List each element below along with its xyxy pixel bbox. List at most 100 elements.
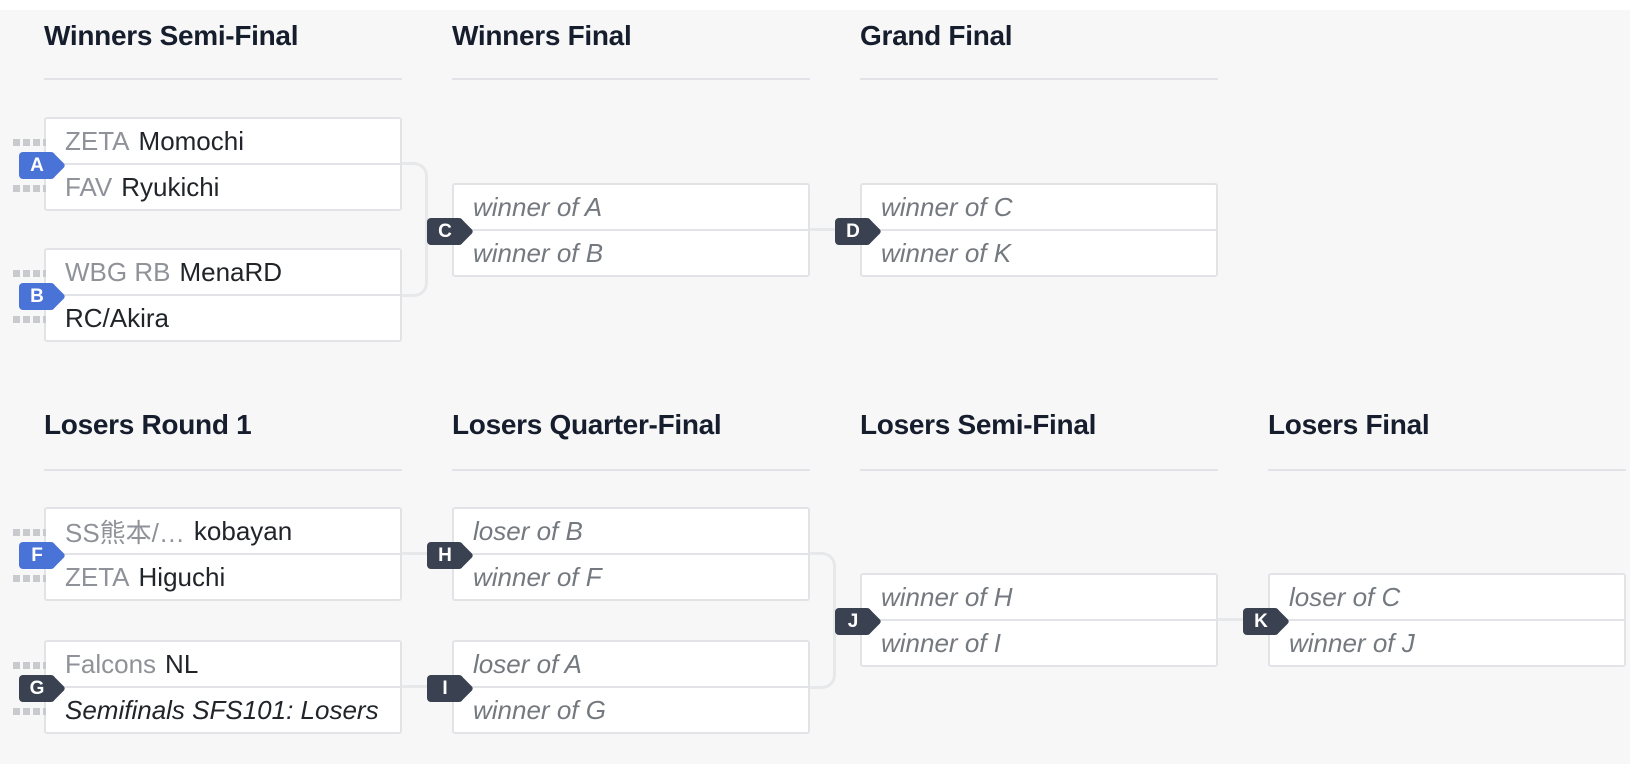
player-name: RC/Akira — [65, 302, 170, 333]
seed-stub — [13, 662, 46, 669]
round-title-grand-final: Grand Final — [860, 20, 1013, 51]
match-d[interactable]: D winner of C winner of K — [835, 183, 1218, 277]
round-title-losers-round-1: Losers Round 1 — [44, 409, 252, 440]
match-badge-label: K — [1254, 610, 1268, 632]
round-underline — [860, 469, 1218, 471]
bracket-connector-f-to-h — [402, 552, 427, 555]
player-name: MenaRD — [179, 256, 283, 287]
slot-placeholder: winner of J — [1289, 627, 1415, 658]
placeholder-slot: winner of A — [454, 185, 808, 229]
seed-stub — [13, 529, 46, 536]
placeholder-slot: loser of C — [1270, 575, 1624, 619]
match-b[interactable]: B WBG RB MenaRD RC/Akira — [13, 248, 402, 342]
slot-placeholder: winner of A — [473, 191, 603, 222]
match-badge-label: F — [31, 544, 43, 566]
bracket-connector-ab-to-c — [402, 162, 428, 297]
match-badge-label: B — [30, 285, 44, 307]
player-slot: Falcons NL — [46, 642, 400, 686]
bracket-connector-g-to-i — [402, 685, 427, 688]
player-name: Higuchi — [138, 561, 226, 592]
match-badge-h: H — [427, 542, 463, 569]
match-badge-label: H — [438, 544, 452, 566]
top-edge — [0, 0, 1630, 10]
match-badge-label: C — [438, 220, 452, 242]
match-badge-c: C — [427, 218, 463, 245]
bracket-connector-hi-to-j — [810, 552, 836, 689]
team-prefix: ZETA — [65, 125, 130, 156]
round-underline — [452, 78, 810, 80]
match-badge-f: F — [19, 542, 55, 569]
bracket-connector-c-to-d — [810, 228, 835, 231]
slot-placeholder: winner of H — [881, 581, 1013, 612]
slot-placeholder: winner of I — [881, 627, 1001, 658]
team-prefix: FAV — [65, 171, 113, 202]
match-badge-label: A — [30, 154, 44, 176]
match-badge-label: D — [846, 220, 860, 242]
round-title-losers-semi-final: Losers Semi-Final — [860, 409, 1097, 440]
match-badge-j: J — [835, 608, 871, 635]
placeholder-slot: winner of I — [862, 619, 1216, 665]
placeholder-slot: winner of G — [454, 686, 808, 732]
team-prefix: Falcons — [65, 648, 157, 679]
round-underline — [44, 469, 402, 471]
placeholder-slot: winner of B — [454, 229, 808, 275]
player-name: Momochi — [138, 125, 245, 156]
round-title-winners-final: Winners Final — [452, 20, 632, 51]
slot-placeholder: winner of C — [881, 191, 1013, 222]
player-slot: FAV Ryukichi — [46, 163, 400, 209]
match-badge-i: I — [427, 675, 463, 702]
match-a[interactable]: A ZETA Momochi FAV Ryukichi — [13, 117, 402, 211]
match-badge-b: B — [19, 283, 55, 310]
match-k[interactable]: K loser of C winner of J — [1243, 573, 1626, 667]
match-i[interactable]: I loser of A winner of G — [427, 640, 810, 734]
team-prefix: WBG RB — [65, 256, 171, 287]
seed-stub — [13, 270, 46, 277]
bracket-reference: Semifinals SFS101: Losers — [65, 694, 379, 725]
slot-placeholder: winner of F — [473, 561, 602, 592]
match-badge-g: G — [19, 675, 55, 702]
match-c[interactable]: C winner of A winner of B — [427, 183, 810, 277]
placeholder-slot: winner of J — [1270, 619, 1624, 665]
seed-stub — [13, 708, 46, 715]
placeholder-slot: winner of F — [454, 553, 808, 599]
placeholder-slot: loser of B — [454, 509, 808, 553]
bracket-connector-j-to-k — [1218, 618, 1243, 621]
round-title-winners-semi-final: Winners Semi-Final — [44, 20, 299, 51]
seed-stub — [13, 575, 46, 582]
placeholder-slot: winner of K — [862, 229, 1216, 275]
match-j[interactable]: J winner of H winner of I — [835, 573, 1218, 667]
player-name: NL — [165, 648, 199, 679]
match-h[interactable]: H loser of B winner of F — [427, 507, 810, 601]
player-name: Ryukichi — [121, 171, 220, 202]
placeholder-slot: winner of C — [862, 185, 1216, 229]
player-slot: RC/Akira — [46, 294, 400, 340]
round-underline — [1268, 469, 1626, 471]
player-name: kobayan — [193, 515, 293, 546]
placeholder-slot: loser of A — [454, 642, 808, 686]
match-badge-k: K — [1243, 608, 1279, 635]
seed-stub — [13, 185, 46, 192]
bracket-reference-slot: Semifinals SFS101: Losers — [46, 686, 400, 732]
player-slot: ZETA Higuchi — [46, 553, 400, 599]
match-badge-label: J — [847, 610, 859, 632]
slot-placeholder: winner of B — [473, 237, 604, 268]
round-underline — [452, 469, 810, 471]
slot-placeholder: loser of C — [1289, 581, 1401, 612]
match-f[interactable]: F SS熊本/… kobayan ZETA Higuchi — [13, 507, 402, 601]
round-title-losers-quarter-final: Losers Quarter-Final — [452, 409, 722, 440]
slot-placeholder: winner of K — [881, 237, 1012, 268]
placeholder-slot: winner of H — [862, 575, 1216, 619]
player-slot: SS熊本/… kobayan — [46, 509, 400, 553]
slot-placeholder: winner of G — [473, 694, 606, 725]
player-slot: WBG RB MenaRD — [46, 250, 400, 294]
match-badge-label: I — [442, 677, 448, 699]
round-title-losers-final: Losers Final — [1268, 409, 1430, 440]
team-prefix: ZETA — [65, 561, 130, 592]
round-underline — [44, 78, 402, 80]
player-slot: ZETA Momochi — [46, 119, 400, 163]
match-g[interactable]: G Falcons NL Semifinals SFS101: Losers — [13, 640, 402, 734]
seed-stub — [13, 316, 46, 323]
match-badge-label: G — [29, 677, 45, 699]
round-underline — [860, 78, 1218, 80]
